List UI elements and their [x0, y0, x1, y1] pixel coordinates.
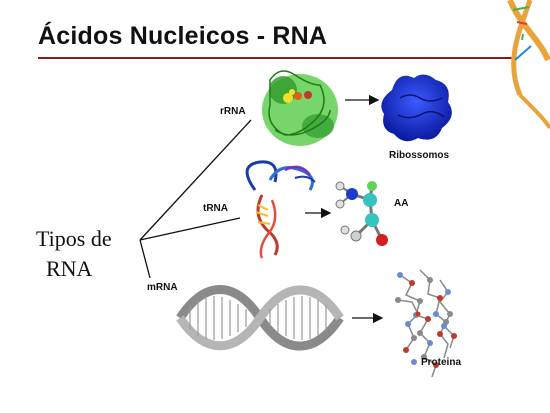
branch-lines	[139, 119, 252, 279]
page-title: Ácidos Nucleicos - RNA	[38, 22, 328, 50]
protein-image	[395, 269, 457, 378]
trna-label: tRNA	[203, 203, 228, 214]
proteina-label: Proteina	[421, 357, 462, 368]
aa-label: AA	[394, 198, 409, 209]
root-label-line1: Tipos de	[36, 226, 112, 251]
dna-corner-decoration	[507, 0, 550, 130]
rrna-structure-image	[262, 70, 338, 146]
mrna-helix-image	[176, 285, 344, 351]
amino-acid-image	[335, 181, 388, 246]
ribosome-image	[381, 74, 452, 142]
root-label-line2: RNA	[46, 256, 93, 281]
ribossomos-label: Ribossomos	[389, 150, 450, 161]
rrna-label: rRNA	[220, 106, 246, 117]
mrna-label: mRNA	[147, 282, 178, 293]
trna-structure-image	[245, 160, 316, 259]
title-underline	[38, 57, 518, 59]
